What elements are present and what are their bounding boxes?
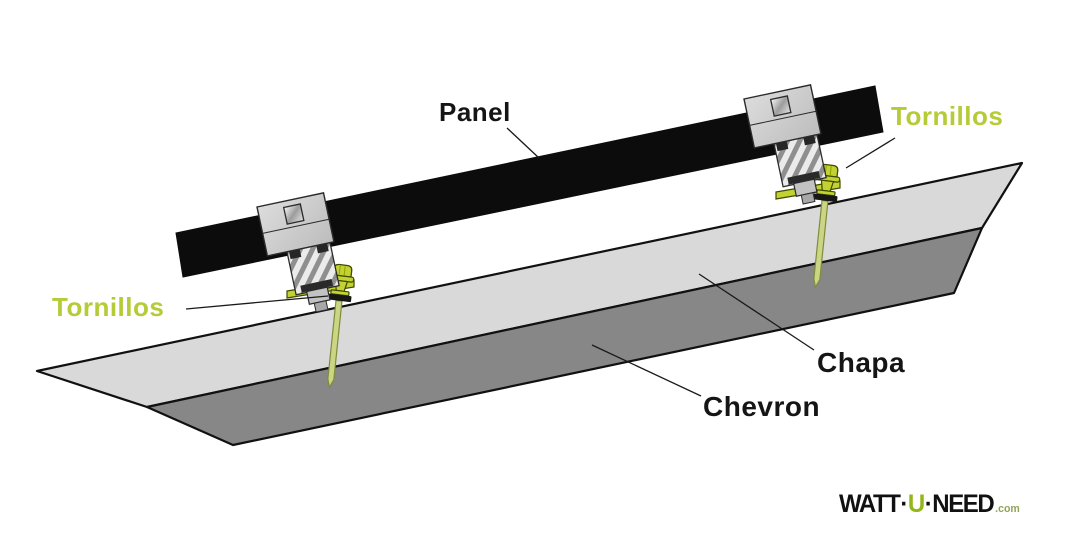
logo-dot: · xyxy=(900,490,908,518)
solar-panel-bar xyxy=(175,85,884,278)
tornillos-right-label: Tornillos xyxy=(891,101,1004,131)
panel-label: Panel xyxy=(439,97,511,127)
logo-domain: .com xyxy=(995,503,1020,515)
chevron-rafter-face xyxy=(145,226,984,447)
logo-watt: WATT xyxy=(839,490,901,518)
tornillos-left-label: Tornillos xyxy=(52,292,165,322)
chevron-label: Chevron xyxy=(703,391,821,422)
wattuneed-logo: WATT·U·NEED.com xyxy=(839,492,1020,517)
chevron-leader-line xyxy=(591,344,702,397)
tornillos-left-leader-line xyxy=(185,295,329,310)
tornillos-right-leader-line xyxy=(845,137,896,169)
logo-u: U xyxy=(907,490,925,518)
chapa-label: Chapa xyxy=(817,347,906,378)
chapa-leader-line xyxy=(698,273,815,351)
panel-leader-line xyxy=(506,127,540,159)
logo-dot: · xyxy=(924,490,933,518)
logo-need: NEED xyxy=(932,490,994,518)
